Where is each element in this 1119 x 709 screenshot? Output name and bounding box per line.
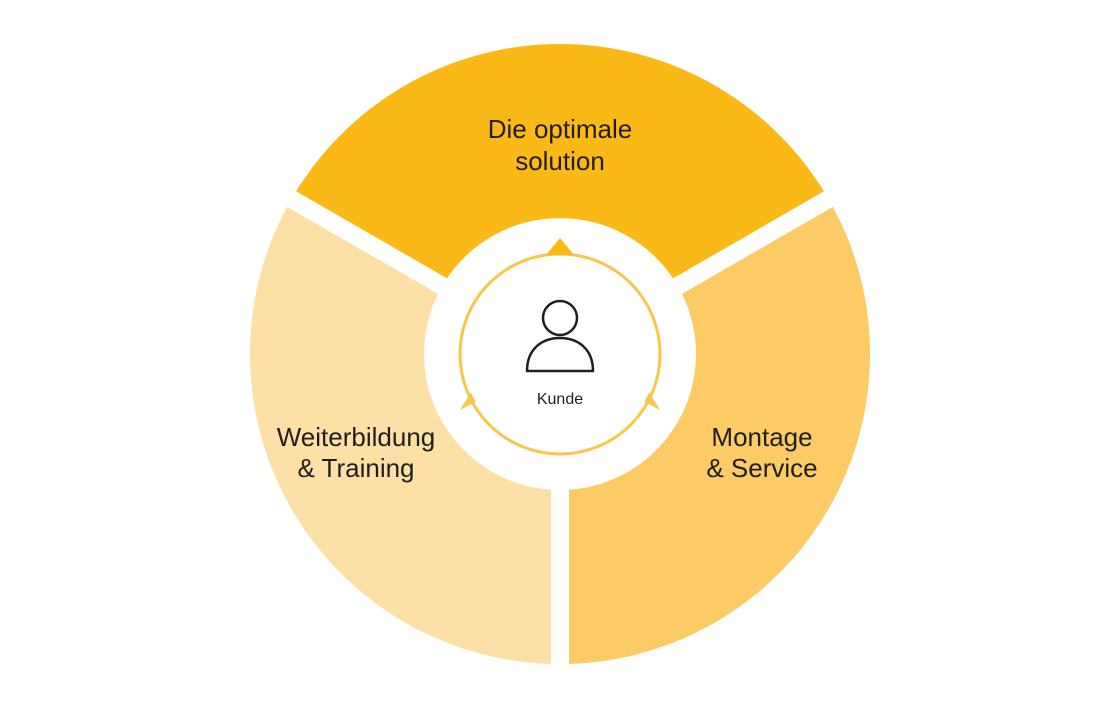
user-icon: [525, 299, 595, 373]
segment-weiterbildung-training: [249, 206, 552, 664]
center-label: Kunde: [537, 391, 583, 408]
label-montage-service-line1: Montage: [711, 422, 812, 452]
label-weiterbildung-training: Weiterbildung & Training: [277, 422, 436, 483]
center-cycle-ring: [458, 238, 662, 456]
label-weiterbildung-training-line2: & Training: [297, 453, 414, 483]
label-weiterbildung-training-line1: Weiterbildung: [277, 422, 436, 452]
segment-montage-service: [569, 206, 871, 664]
label-optimal-solution: Die optimale solution: [488, 114, 633, 176]
label-montage-service: Montage & Service: [706, 422, 817, 483]
segment-optimal-solution: [296, 43, 824, 279]
label-montage-service-line2: & Service: [706, 453, 817, 483]
arrow-head-top: [546, 238, 574, 255]
label-optimal-solution-line2: solution: [515, 146, 605, 176]
center-disc: [463, 257, 657, 451]
label-optimal-solution-line1: Die optimale: [488, 114, 633, 144]
